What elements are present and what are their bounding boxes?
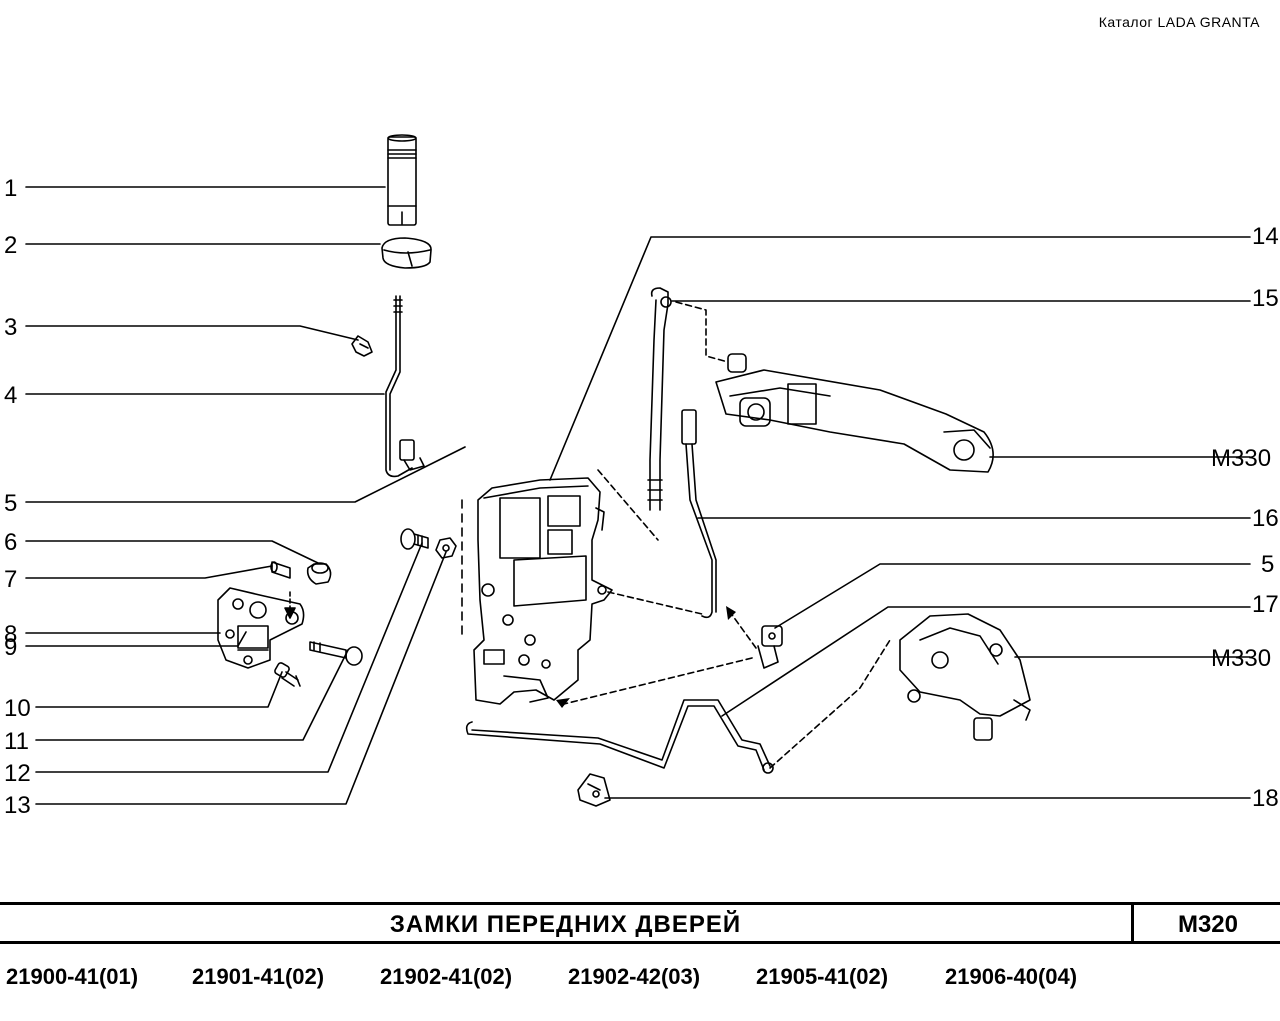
callout-11: 11 (4, 728, 29, 755)
callout-14: 14 (1252, 223, 1279, 250)
callout-6: 6 (4, 529, 17, 556)
model-code: 21902-42(03) (568, 964, 701, 989)
model-code: 21906-40(04) (945, 964, 1078, 989)
part-6-bushing (306, 562, 332, 585)
part-14-lock-body (461, 477, 613, 705)
callout-4: 4 (4, 382, 17, 409)
callout-10: 10 (4, 695, 31, 722)
part-10-bolt (274, 662, 301, 687)
part-2-cap (381, 237, 432, 269)
callout-5: 5 (4, 490, 17, 517)
outer-handle (715, 353, 994, 473)
callout-17: 17 (1252, 591, 1279, 618)
part-17-rod (465, 699, 774, 774)
part-8-bracket (217, 587, 305, 669)
title-bar: ЗАМКИ ПЕРЕДНИХ ДВЕРЕЙ M320 (0, 902, 1280, 944)
part-3-clip (351, 335, 373, 357)
callout-2: 2 (4, 232, 17, 259)
part-16-rod (681, 409, 717, 619)
callout-13: 13 (4, 792, 31, 819)
catalog-header: Каталог LADA GRANTA (1098, 14, 1260, 30)
callout-7: 7 (4, 566, 17, 593)
callout-12: 12 (4, 760, 31, 787)
callout-8: 8 (4, 621, 17, 648)
model-code: 21901-41(02) (192, 964, 325, 989)
part-12-screw (400, 528, 429, 550)
model-code: 21900-41(01) (6, 964, 139, 989)
model-code: 21902-41(02) (380, 964, 513, 989)
part-5-clip (757, 625, 783, 669)
section-code: M320 (1177, 911, 1239, 938)
callout-18: 18 (1252, 785, 1279, 812)
callout-m330-handle: M330 (1211, 445, 1271, 472)
part-11-bolt (309, 641, 363, 666)
callout-16: 16 (1252, 505, 1279, 532)
callout-3: 3 (4, 314, 17, 341)
callout-15: 15 (1252, 285, 1279, 312)
callout-labels: 1 2 3 4 5 6 7 8 9 10 11 12 13 14 15 M330… (4, 175, 1279, 819)
part-7-bushing (270, 561, 291, 579)
dashed-connectors (563, 301, 891, 769)
part-15-rod (647, 287, 672, 511)
model-code: 21905-41(02) (756, 964, 889, 989)
inner-handle (899, 613, 1031, 741)
callout-5-right: 5 (1261, 551, 1274, 578)
page-title: ЗАМКИ ПЕРЕДНИХ ДВЕРЕЙ (0, 905, 1134, 941)
part-4-rod (385, 295, 425, 478)
part-18-clip (577, 773, 611, 807)
part-13-nut (435, 537, 457, 559)
parts-diagram: 1 2 3 4 5 6 7 8 9 10 11 12 13 14 15 M330… (4, 134, 1279, 819)
leader-lines (25, 186, 1251, 805)
callout-m330-inner: M330 (1211, 645, 1271, 672)
model-list: 21900-41(01) 21901-41(02) 21902-41(02) 2… (0, 964, 1280, 998)
callout-9: 9 (4, 634, 17, 661)
callout-1: 1 (4, 175, 17, 202)
part-1-sleeve (387, 134, 417, 226)
